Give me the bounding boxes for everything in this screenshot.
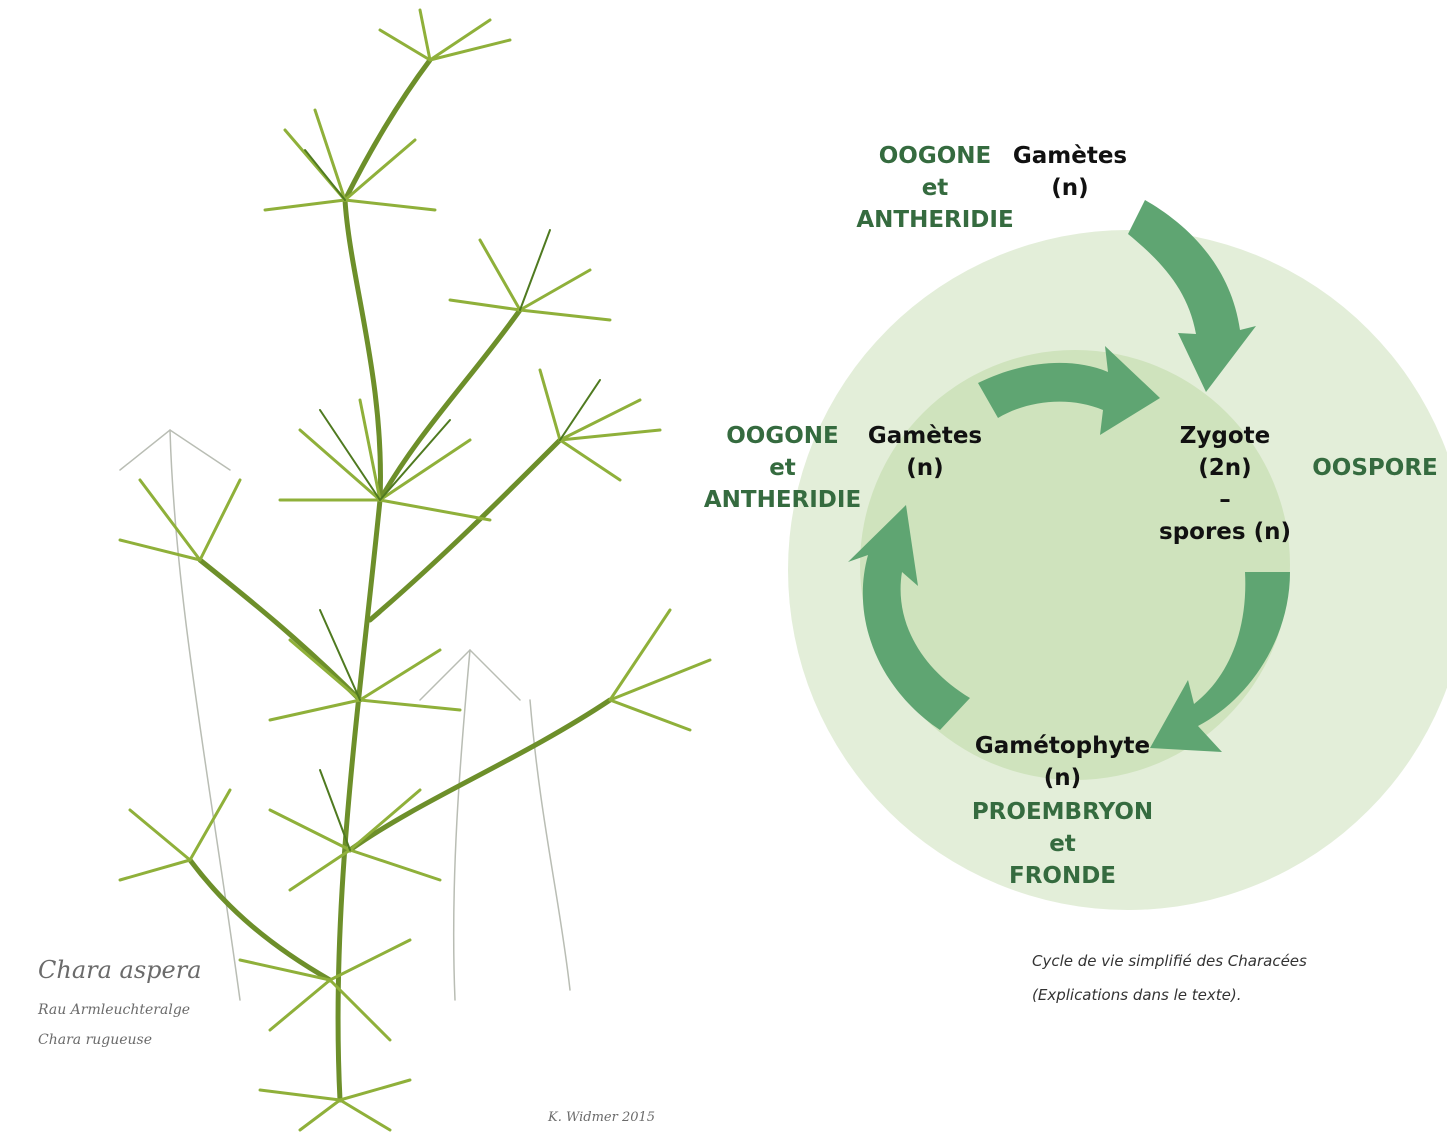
- proembryon-label: PROEMBRYON et FRONDE: [955, 796, 1170, 892]
- top-gametangia-label: OOGONE et ANTHERIDIE: [850, 140, 1020, 236]
- left-gametes-label: Gamètes (n): [865, 420, 985, 484]
- figure-caption: Cycle de vie simplifié des Characées (Ex…: [1032, 944, 1412, 1012]
- oospore-label: OOSPORE: [1305, 452, 1445, 484]
- species-title: Chara aspera: [38, 956, 202, 984]
- zygote-label: Zygote (2n) – spores (n): [1150, 420, 1300, 548]
- artist-signature: K. Widmer 2015: [548, 1110, 655, 1125]
- gametophyte-label: Gamétophyte (n): [955, 730, 1170, 794]
- common-name-german: Rau Armleuchteralge: [38, 1002, 190, 1018]
- common-name-french: Chara rugueuse: [38, 1032, 152, 1048]
- top-gametes-label: Gamètes (n): [1010, 140, 1130, 204]
- left-gametangia-label: OOGONE et ANTHERIDIE: [700, 420, 865, 516]
